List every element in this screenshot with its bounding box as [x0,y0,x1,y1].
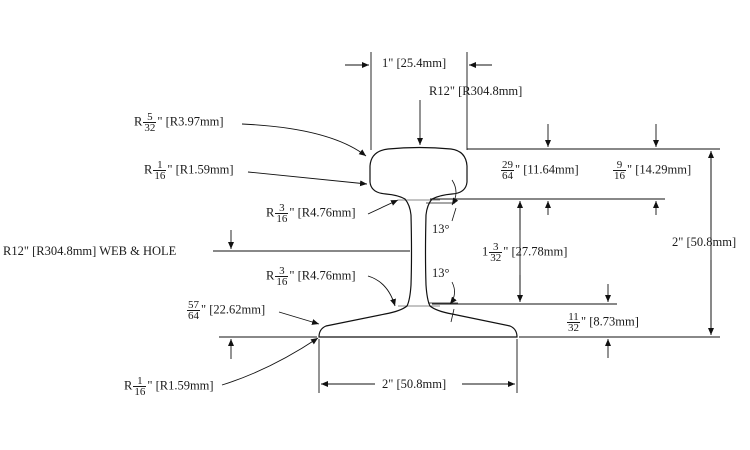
total-height-label: 2" [50.8mm] [672,235,737,249]
web-radius-label: R12" [R304.8mm] WEB & HOLE [3,244,177,258]
lower-angle-label: 13° [432,266,450,280]
base-width-label: 2" [50.8mm] [382,377,447,391]
upper-angle-label: 13° [432,222,450,236]
top-width-label: 1" [25.4mm] [382,56,447,70]
rail-profile-outline [318,146,518,338]
top-radius-label: R12" [R304.8mm] [429,84,523,98]
